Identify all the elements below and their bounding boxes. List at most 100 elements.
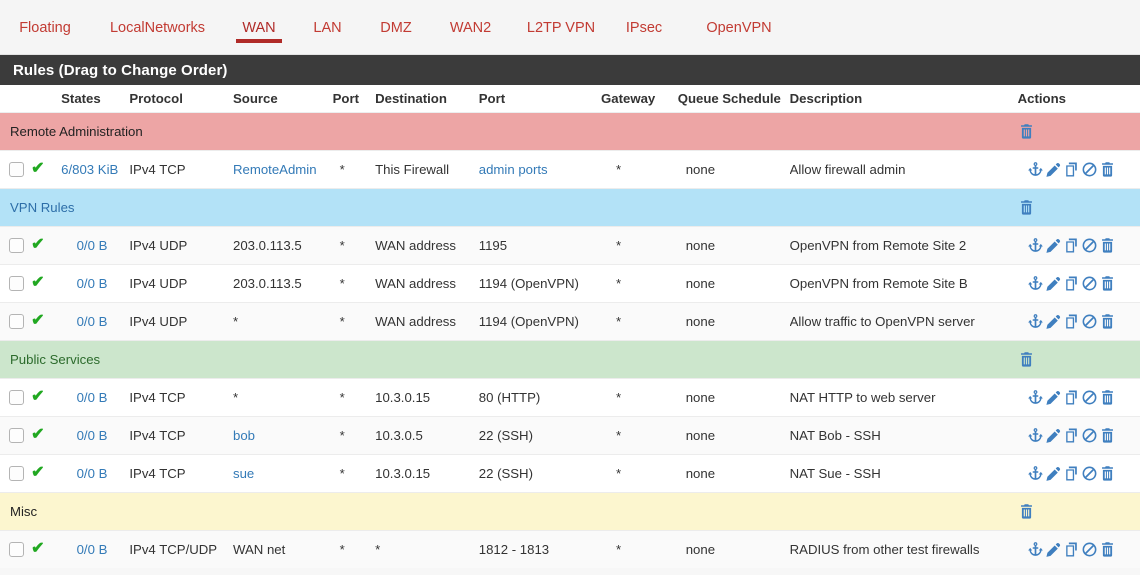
copy-icon[interactable] <box>1063 427 1080 444</box>
row-checkbox[interactable] <box>9 466 24 481</box>
cell-states-link[interactable]: 0/0 B <box>76 465 108 481</box>
ban-icon[interactable] <box>1081 541 1098 558</box>
cell-states[interactable]: 0/0 B <box>61 415 126 454</box>
tab-wan[interactable]: WAN <box>228 0 290 55</box>
trash-icon[interactable] <box>1099 389 1116 406</box>
separator-icon[interactable] <box>1027 313 1044 330</box>
cell-source-link[interactable]: sue <box>233 465 255 481</box>
ban-icon[interactable] <box>1081 427 1098 444</box>
ban-icon[interactable] <box>1081 389 1098 406</box>
section-delete-icon[interactable] <box>1018 199 1140 216</box>
cell-dest-port-link[interactable]: admin ports <box>478 161 548 177</box>
separator-icon[interactable] <box>1027 275 1044 292</box>
cell-states-link[interactable]: 6/803 KiB <box>61 161 119 177</box>
row-checkbox[interactable] <box>9 542 24 558</box>
green-check-icon[interactable]: ✔ <box>31 426 45 443</box>
green-check-icon[interactable]: ✔ <box>31 388 45 405</box>
trash-icon[interactable] <box>1099 313 1116 330</box>
separator-icon[interactable] <box>1027 541 1044 558</box>
cell-states[interactable]: 6/803 KiB <box>61 149 126 188</box>
section-delete-icon[interactable] <box>1018 503 1140 520</box>
cell-states-link[interactable]: 0/0 B <box>76 275 108 291</box>
cell-states-link[interactable]: 0/0 B <box>76 389 108 405</box>
tab-floating[interactable]: Floating <box>10 0 80 55</box>
green-check-icon[interactable]: ✔ <box>31 540 45 558</box>
row-checkbox[interactable] <box>9 238 24 253</box>
row-checkbox[interactable] <box>9 162 24 177</box>
cell-source-link[interactable]: RemoteAdmin <box>233 161 317 177</box>
copy-icon[interactable] <box>1063 161 1080 178</box>
pencil-icon[interactable] <box>1045 389 1062 406</box>
ban-icon[interactable] <box>1081 313 1098 330</box>
green-check-icon[interactable]: ✔ <box>31 274 45 291</box>
cell-states[interactable]: 0/0 B <box>61 225 126 264</box>
cell-states[interactable]: 0/0 B <box>61 529 126 568</box>
cell-states-link[interactable]: 0/0 B <box>76 237 108 253</box>
tab-dmz[interactable]: DMZ <box>370 0 422 55</box>
tab-wan2[interactable]: WAN2 <box>437 0 504 55</box>
tab-ipsec[interactable]: IPsec <box>620 0 668 55</box>
copy-icon[interactable] <box>1063 275 1080 292</box>
cell-source[interactable]: sue <box>229 453 333 492</box>
green-check-icon[interactable]: ✔ <box>31 236 45 253</box>
cell-states-link[interactable]: 0/0 B <box>76 427 108 443</box>
separator-icon[interactable] <box>1027 237 1044 254</box>
tab-openvpn[interactable]: OpenVPN <box>694 0 784 55</box>
trash-icon[interactable] <box>1099 237 1116 254</box>
trash-icon[interactable] <box>1099 161 1116 178</box>
row-checkbox[interactable] <box>9 390 24 405</box>
row-checkbox[interactable] <box>9 276 24 291</box>
ban-icon[interactable] <box>1081 465 1098 482</box>
cell-states[interactable]: 0/0 B <box>61 377 126 416</box>
tab-lan[interactable]: LAN <box>305 0 350 55</box>
cell-states[interactable]: 0/0 B <box>61 453 126 492</box>
trash-icon[interactable] <box>1099 275 1116 292</box>
separator-icon[interactable] <box>1027 389 1044 406</box>
separator-icon[interactable] <box>1027 161 1044 178</box>
trash-icon[interactable] <box>1099 465 1116 482</box>
cell-states-link[interactable]: 0/0 B <box>76 313 108 329</box>
cell-source-link[interactable]: bob <box>233 427 256 443</box>
copy-icon[interactable] <box>1063 389 1080 406</box>
cell-source[interactable]: bob <box>229 415 333 454</box>
separator-icon[interactable] <box>1027 465 1044 482</box>
cell-states[interactable]: 0/0 B <box>61 263 126 302</box>
cell-states[interactable]: 0/0 B <box>61 301 126 340</box>
cell-dest-port[interactable]: admin ports <box>478 149 602 188</box>
section-delete-icon[interactable] <box>1018 351 1140 368</box>
pencil-icon[interactable] <box>1045 275 1062 292</box>
cell-source[interactable]: RemoteAdmin <box>229 149 333 188</box>
section-delete-icon[interactable] <box>1018 123 1140 140</box>
copy-icon[interactable] <box>1063 541 1080 558</box>
trash-icon[interactable] <box>1099 427 1116 444</box>
copy-icon[interactable] <box>1063 313 1080 330</box>
green-check-icon[interactable]: ✔ <box>31 160 45 177</box>
ban-icon[interactable] <box>1081 237 1098 254</box>
trash-icon[interactable] <box>1099 541 1116 558</box>
row-checkbox[interactable] <box>9 314 24 329</box>
copy-icon[interactable] <box>1063 237 1080 254</box>
pencil-icon[interactable] <box>1045 237 1062 254</box>
copy-icon[interactable] <box>1063 465 1080 482</box>
pencil-icon[interactable] <box>1045 313 1062 330</box>
tab-localnetworks[interactable]: LocalNetworks <box>100 0 215 55</box>
pencil-icon[interactable] <box>1045 541 1062 558</box>
tab-l2tp-vpn[interactable]: L2TP VPN <box>518 0 604 55</box>
green-check-icon[interactable]: ✔ <box>31 464 45 481</box>
pencil-icon[interactable] <box>1045 465 1062 482</box>
pencil-icon[interactable] <box>1045 427 1062 444</box>
green-check-icon[interactable]: ✔ <box>31 312 45 329</box>
cell-states-link[interactable]: 0/0 B <box>76 541 108 557</box>
pencil-icon[interactable] <box>1045 161 1062 178</box>
row-checkbox[interactable] <box>9 428 24 443</box>
ban-icon[interactable] <box>1081 275 1098 292</box>
ban-icon[interactable] <box>1081 161 1098 178</box>
